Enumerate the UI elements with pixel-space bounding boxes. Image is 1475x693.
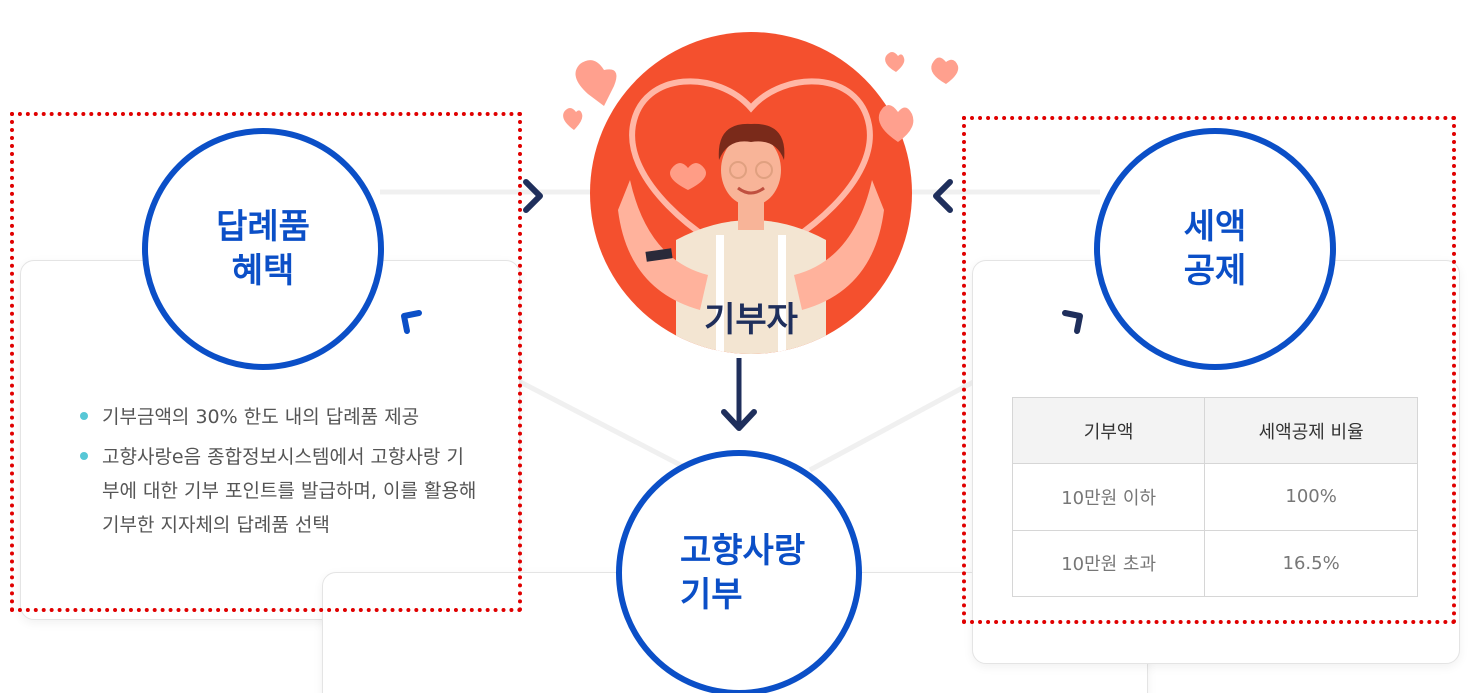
benefit-highlight-box bbox=[10, 112, 522, 612]
arrow-right-to-donor-icon bbox=[523, 179, 543, 213]
benefit-title: 답례품 혜택 bbox=[216, 206, 310, 291]
arrow-up-left-icon bbox=[401, 310, 422, 334]
table-header-row: 기부액 세액공제 비율 bbox=[1011, 397, 1418, 464]
benefit-circle: 답례품 혜택 bbox=[142, 128, 384, 370]
table-row: 10만원 이하 100% bbox=[1011, 463, 1418, 531]
heart-icon bbox=[575, 60, 617, 106]
arrow-left-to-donor-icon bbox=[933, 179, 953, 213]
heart-icon bbox=[878, 105, 914, 142]
table-row: 10만원 초과 16.5% bbox=[1011, 529, 1418, 597]
tax-title: 세액 공제 bbox=[1183, 206, 1247, 291]
table-header-cell: 기부액 bbox=[1011, 397, 1206, 464]
donation-title: 고향사랑 기부 bbox=[680, 530, 806, 615]
table-cell: 16.5% bbox=[1204, 529, 1418, 597]
list-item: 기부금액의 30% 한도 내의 답례품 제공 bbox=[78, 400, 478, 434]
donor-illustration: 기부자 bbox=[588, 30, 914, 356]
table-cell: 10만원 이하 bbox=[1011, 463, 1206, 531]
arrow-down-icon bbox=[721, 409, 757, 431]
tax-highlight-box bbox=[962, 116, 1456, 624]
heart-icon bbox=[885, 52, 905, 72]
bullet-icon bbox=[80, 412, 88, 420]
benefit-list: 기부금액의 30% 한도 내의 답례품 제공 고향사랑e음 종합정보시스템에서 … bbox=[78, 400, 478, 548]
donor-label: 기부자 bbox=[704, 300, 798, 340]
heart-icon bbox=[563, 108, 583, 130]
list-item: 고향사랑e음 종합정보시스템에서 고향사랑 기부에 대한 기부 포인트를 발급하… bbox=[78, 440, 478, 542]
donation-circle: 고향사랑 기부 bbox=[616, 450, 862, 693]
tax-credit-table: 기부액 세액공제 비율 10만원 이하 100% 10만원 초과 16.5% bbox=[1011, 397, 1418, 597]
donor-figure-icon bbox=[590, 32, 912, 354]
heart-icon bbox=[931, 57, 959, 84]
table-cell: 100% bbox=[1204, 463, 1418, 531]
bullet-icon bbox=[80, 452, 88, 460]
arrow-up-right-icon bbox=[1062, 310, 1083, 334]
table-cell: 10만원 초과 bbox=[1011, 529, 1206, 597]
table-header-cell: 세액공제 비율 bbox=[1204, 397, 1418, 464]
tax-circle: 세액 공제 bbox=[1094, 128, 1336, 370]
